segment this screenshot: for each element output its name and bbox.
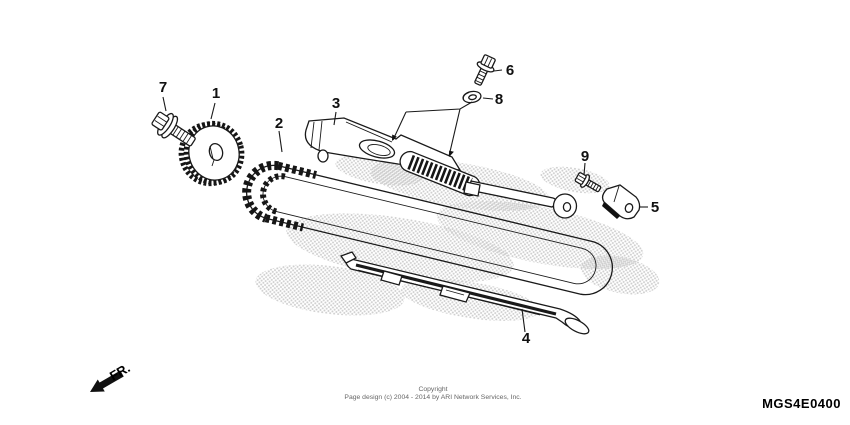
copyright-line2: Page design (c) 2004 - 2014 by ARI Netwo… [344, 394, 521, 401]
camshaft-sprocket [178, 120, 245, 187]
cam-chain [242, 160, 614, 296]
callout-4[interactable]: 4 [522, 330, 531, 347]
fr-arrow-icon [90, 370, 124, 392]
stud-bolt [574, 172, 602, 193]
callout-6[interactable]: 6 [506, 62, 514, 79]
callout-9[interactable]: 9 [581, 148, 589, 165]
diagram-code: MGS4E0400 [762, 396, 841, 411]
callout-3[interactable]: 3 [332, 95, 340, 112]
callout-1[interactable]: 1 [212, 85, 220, 102]
stopper-bracket [601, 184, 641, 220]
callout-5[interactable]: 5 [651, 199, 659, 216]
copyright-line1: Copyright [418, 386, 447, 393]
halftone-watermark [255, 154, 660, 321]
callout-7[interactable]: 7 [159, 79, 167, 96]
callout-2[interactable]: 2 [275, 115, 283, 132]
leader-lines [162, 69, 648, 333]
sprocket-bolt [151, 111, 196, 147]
cam-chain-tensioner [304, 117, 578, 219]
cam-chain-guide [339, 251, 590, 335]
tensioner-bolt [474, 54, 496, 86]
part-callouts: 7 1 2 3 6 8 9 5 4 [159, 62, 659, 347]
washer [462, 90, 482, 104]
callout-8[interactable]: 8 [495, 91, 503, 108]
